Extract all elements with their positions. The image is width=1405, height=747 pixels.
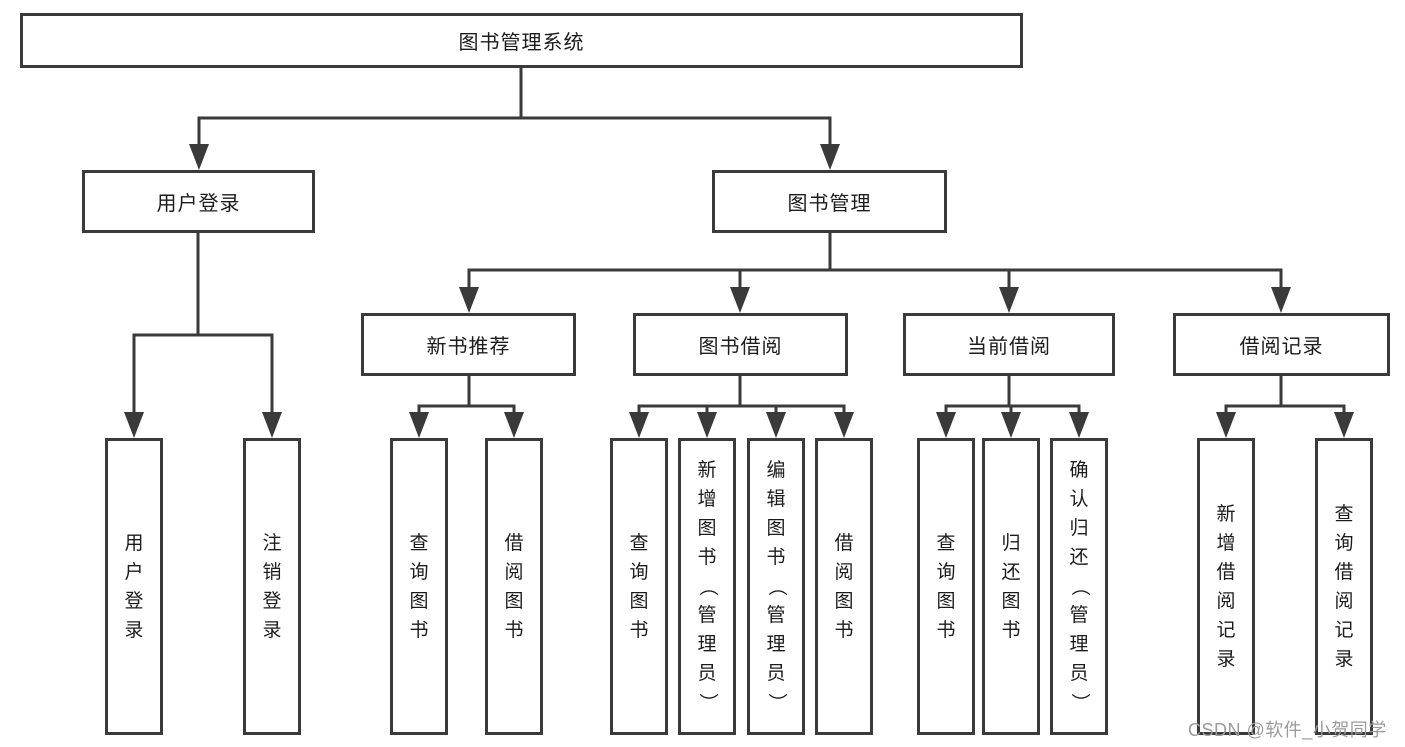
node-label: 新增借阅记录 [1216,503,1236,670]
node-borrowing-records: 借阅记录 [1173,313,1390,376]
node-label: 编辑图书（管理员） [765,460,787,712]
node-return-books: 归还图书 [982,438,1040,735]
node-label: 借阅记录 [1239,336,1324,358]
node-user-login: 用户登录 [82,170,315,233]
node-label: 图书管理系统 [458,32,585,54]
csdn-watermark: CSDN @软件_小贺同学 [1188,720,1387,740]
node-label: 查询借阅记录 [1334,503,1354,670]
node-label: 确认归还（管理员） [1068,460,1090,712]
node-add-books-admin: 新增图书（管理员） [678,438,736,735]
node-label: 图书借阅 [698,336,783,358]
node-label: 注销登录 [262,532,282,641]
node-book-borrowing: 图书借阅 [633,313,848,376]
node-new-book-recommendation: 新书推荐 [361,313,576,376]
node-label: 查询图书 [936,532,956,641]
node-query-books-current: 查询图书 [917,438,975,735]
node-label: 用户登录 [156,193,241,215]
node-label: 用户登录 [124,532,144,641]
node-edit-books-admin: 编辑图书（管理员） [747,438,805,735]
node-user-login-leaf: 用户登录 [105,438,163,735]
node-add-borrow-record: 新增借阅记录 [1197,438,1255,735]
node-label: 图书管理 [787,193,872,215]
node-label: 当前借阅 [967,336,1051,358]
node-query-borrow-record: 查询借阅记录 [1315,438,1373,735]
node-label: 归还图书 [1001,532,1021,641]
node-borrow-books-rec: 借阅图书 [485,438,543,735]
node-label: 借阅图书 [834,532,854,641]
node-label: 新书推荐 [426,336,511,358]
node-library-management-system: 图书管理系统 [20,13,1023,68]
node-label: 借阅图书 [504,532,524,641]
node-query-books-rec: 查询图书 [390,438,448,735]
node-query-books-borrow: 查询图书 [610,438,668,735]
node-label: 查询图书 [629,532,649,641]
node-confirm-return-admin: 确认归还（管理员） [1050,438,1108,735]
node-label: 查询图书 [409,532,429,641]
node-label: 新增图书（管理员） [696,460,718,712]
node-borrow-books: 借阅图书 [815,438,873,735]
node-current-borrowing: 当前借阅 [903,313,1115,376]
node-logout: 注销登录 [243,438,301,735]
node-book-management: 图书管理 [712,170,947,233]
